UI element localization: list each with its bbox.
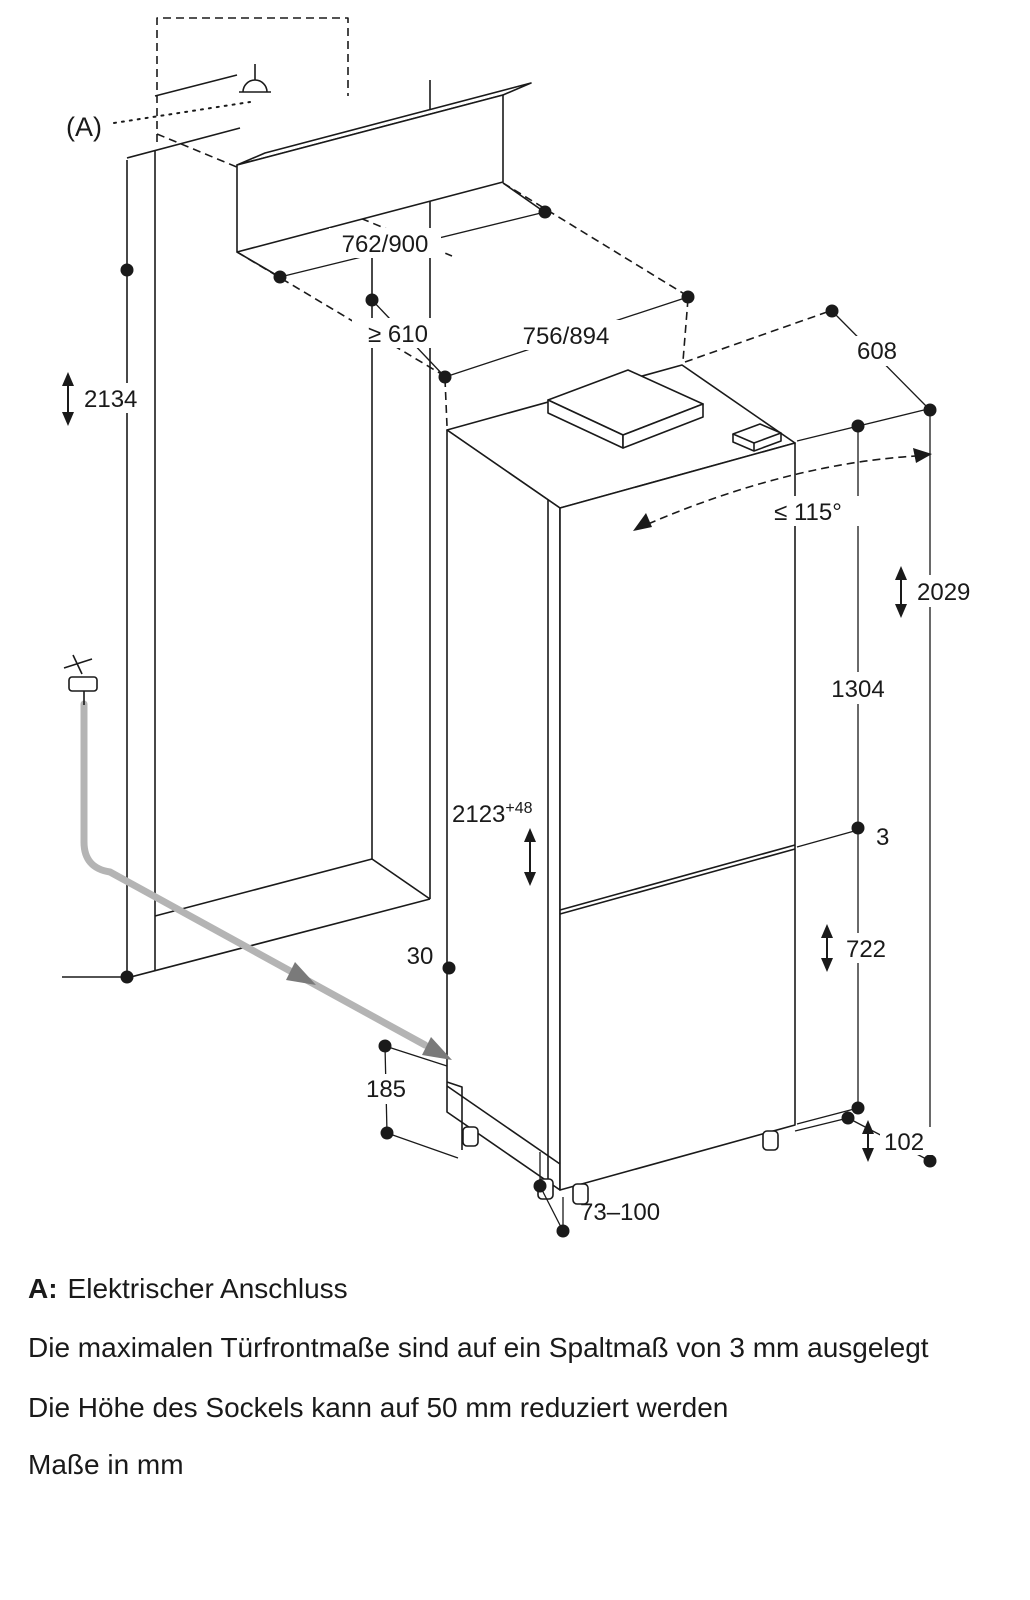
dim-label-foot-adjust: 73–100 — [580, 1199, 660, 1226]
note-electrical: A:Elektrischer Anschluss — [28, 1273, 348, 1304]
double-arrow-icon — [821, 924, 833, 972]
flow-arrow-icon — [422, 1037, 452, 1060]
dim-label-base-height: 185 — [366, 1076, 406, 1103]
water-hose — [80, 700, 452, 1060]
trim-panel — [236, 82, 544, 277]
dimension-dot — [533, 1179, 547, 1193]
dim-label-niche-side-height: 2134 — [84, 386, 137, 413]
water-tap-icon — [63, 654, 98, 705]
dimension-dot — [923, 403, 937, 417]
dimension-dot — [442, 961, 456, 975]
arc-arrow-icon — [913, 448, 932, 463]
double-arrow-icon — [895, 566, 907, 618]
note-plinth: Die Höhe des Sockels kann auf 50 mm redu… — [28, 1392, 728, 1423]
label-backgrounds — [80, 228, 990, 1155]
marker-a-label: (A) — [66, 112, 102, 142]
dimension-dot — [538, 205, 552, 219]
power-outlet-icon — [239, 64, 271, 93]
dim-label-door-total-height: 2029 — [917, 579, 970, 606]
dimension-dot — [851, 419, 865, 433]
dimension-dot — [120, 970, 134, 984]
dimension-dot — [378, 1039, 392, 1053]
dimension-dot — [923, 1154, 937, 1168]
dimension-dot — [438, 370, 452, 384]
double-arrow-icon — [62, 372, 74, 426]
notes: A:Elektrischer Anschluss Die maximalen T… — [28, 1273, 929, 1480]
dimension-dot — [681, 290, 695, 304]
dimension-dot — [365, 293, 379, 307]
dim-label-front-width: 756/894 — [523, 323, 610, 350]
double-arrow-icon — [862, 1120, 874, 1162]
door-gap-line — [559, 844, 796, 911]
dim-label-rear-clearance: 30 — [407, 943, 434, 970]
dimension-dot — [273, 270, 287, 284]
dimension-dot — [380, 1126, 394, 1140]
dim-label-door-angle: ≤ 115° — [774, 499, 842, 526]
flow-arrow-icon — [286, 962, 316, 985]
hinge-box — [547, 369, 782, 452]
dimension-dot — [825, 304, 839, 318]
dim-label-plinth-height: 102 — [884, 1129, 924, 1156]
dim-label-fridge-door-height: 1304 — [831, 676, 884, 703]
dim-label-freezer-door-height: 722 — [846, 936, 886, 963]
dimension-dot — [851, 1101, 865, 1115]
dim-label-niche-depth-min: ≥ 610 — [368, 321, 428, 348]
dimension-dots — [120, 205, 937, 1238]
dim-label-door-gap: 3 — [876, 824, 889, 851]
double-arrow-icons — [62, 372, 907, 1162]
appliance-front-face — [559, 442, 796, 1191]
door-swing-arc — [633, 448, 932, 531]
dimension-dot — [841, 1111, 855, 1125]
dim-label-panel-width: 762/900 — [342, 231, 429, 258]
note-units: Maße in mm — [28, 1449, 184, 1480]
dimension-dot — [120, 263, 134, 277]
appliance — [446, 364, 796, 1191]
electrical-connection-zone — [113, 17, 349, 142]
niche-outline — [62, 74, 431, 979]
dim-label-appliance-depth: 608 — [857, 338, 897, 365]
marker-a-leader — [113, 101, 251, 124]
double-arrow-icon — [524, 828, 536, 886]
dimension-dot — [556, 1224, 570, 1238]
arc-arrow-icon — [633, 513, 652, 531]
dimension-dot — [851, 821, 865, 835]
dim-label-niche-height: 2123+48 — [452, 800, 533, 828]
note-door-gap: Die maximalen Türfrontmaße sind auf ein … — [28, 1332, 929, 1363]
appliance-feet — [462, 1126, 779, 1205]
